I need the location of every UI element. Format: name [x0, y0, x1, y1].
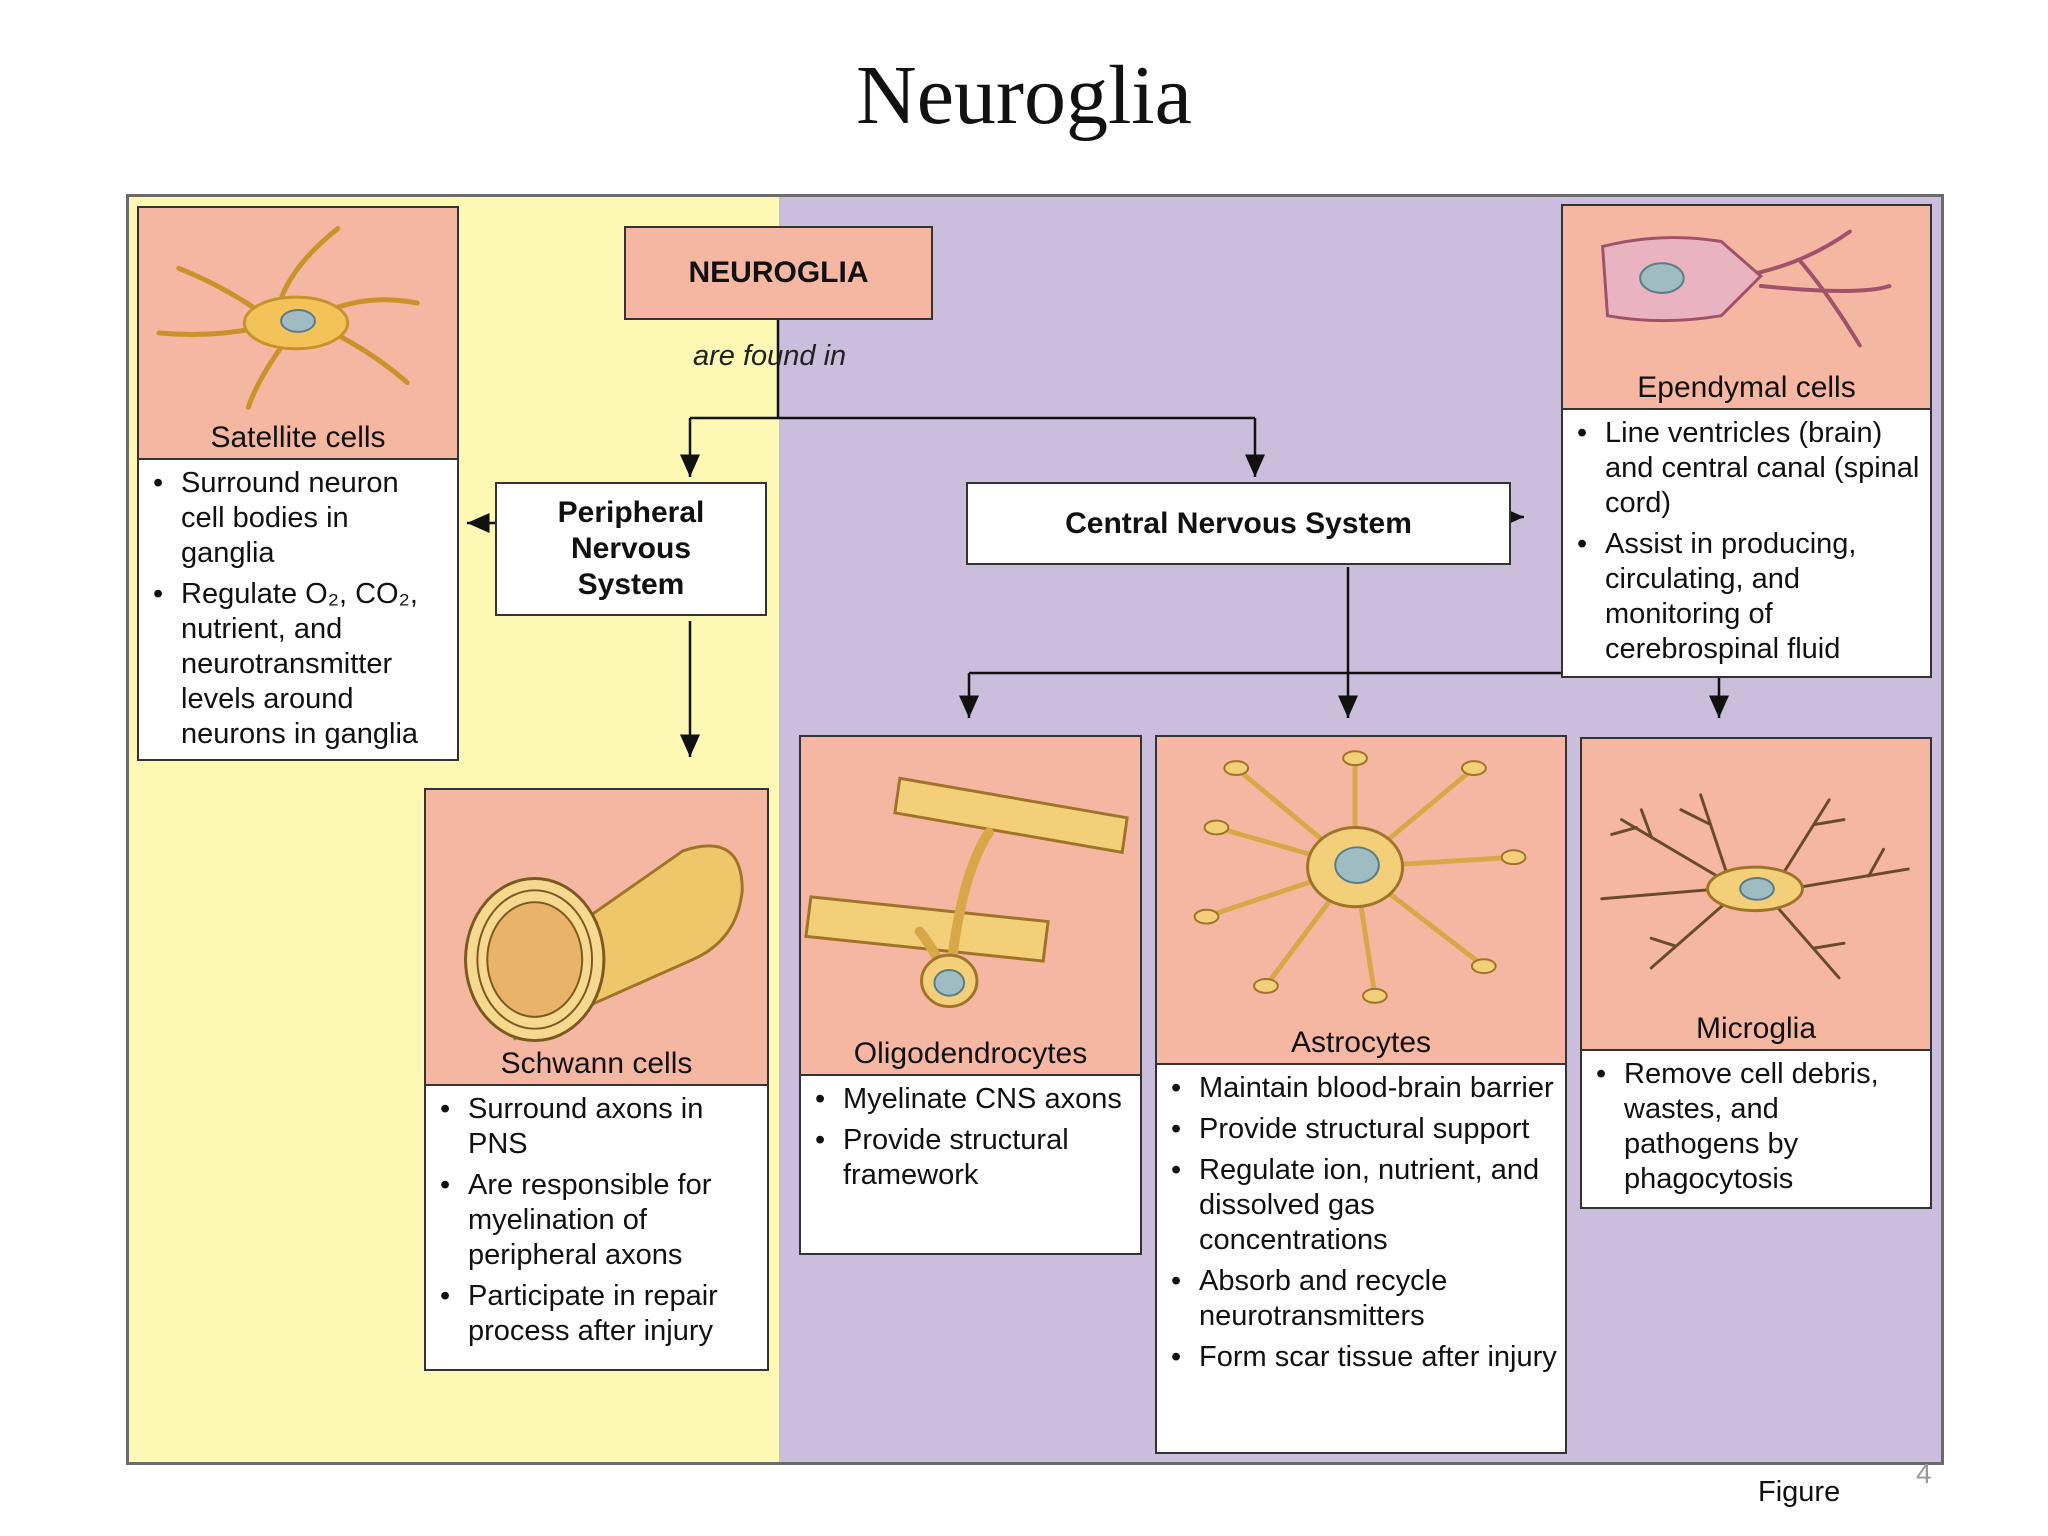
- astrocytes-panel: Astrocytes: [1155, 735, 1567, 1065]
- astrocyte-illustration: [1193, 750, 1527, 1004]
- satellite-cell-card: Satellite cells Surround neuron cell bod…: [137, 206, 459, 761]
- ependymal-cell-name: Ependymal cells: [1637, 371, 1856, 404]
- slide-title: Neuroglia: [856, 49, 1192, 142]
- page-number: 4: [1916, 1458, 1932, 1489]
- found-in-label: are found in: [693, 340, 847, 372]
- schwann-cell-name: Schwann cells: [500, 1047, 693, 1080]
- microglia-panel: Microglia: [1580, 737, 1932, 1051]
- function-item: Surround axons in PNS: [438, 1092, 759, 1162]
- ependymal-cell-panel: Ependymal cells: [1561, 204, 1932, 410]
- neuroglia-diagram: NEUROGLIA are found in Peripheral Nervou…: [126, 194, 1944, 1465]
- function-item: Line ventricles (brain) and central cana…: [1575, 416, 1922, 521]
- function-item: Regulate ion, nutrient, and dissolved ga…: [1169, 1153, 1557, 1258]
- microglia-name: Microglia: [1695, 1012, 1817, 1045]
- function-item: Provide structural support: [1169, 1112, 1557, 1147]
- function-item: Regulate O₂, CO₂, nutrient, and neurotra…: [151, 577, 449, 752]
- function-item: Surround neuron cell bodies in ganglia: [151, 466, 449, 571]
- schwann-cell-illustration: [464, 844, 744, 1043]
- function-item: Form scar tissue after injury: [1169, 1340, 1557, 1375]
- pns-box: Peripheral Nervous System: [495, 482, 767, 616]
- schwann-cell-card: Schwann cells Surround axons in PNS Are …: [424, 788, 769, 1371]
- ependymal-cell-illustration: [1600, 229, 1892, 348]
- microglia-card: Microglia Remove cell debris, wastes, an…: [1580, 737, 1932, 1209]
- neuroglia-root-label: NEUROGLIA: [688, 256, 869, 289]
- function-item: Maintain blood-brain barrier: [1169, 1071, 1557, 1106]
- astrocytes-functions: Maintain blood-brain barrier Provide str…: [1155, 1063, 1567, 1454]
- function-item: Remove cell debris, wastes, and pathogen…: [1594, 1057, 1922, 1197]
- astrocytes-card: Astrocytes Maintain blood-brain barrier …: [1155, 735, 1567, 1454]
- cns-label: Central Nervous System: [1065, 506, 1412, 540]
- schwann-cell-panel: Schwann cells: [424, 788, 769, 1086]
- neuroglia-root-box: NEUROGLIA: [624, 226, 933, 320]
- oligodendrocytes-name: Oligodendrocytes: [853, 1037, 1088, 1070]
- schwann-cell-functions: Surround axons in PNS Are responsible fo…: [424, 1084, 769, 1371]
- satellite-cell-illustration: [156, 226, 420, 410]
- oligodendrocytes-functions: Myelinate CNS axons Provide structural f…: [799, 1074, 1142, 1255]
- ependymal-cell-card: Ependymal cells Line ventricles (brain) …: [1561, 204, 1932, 678]
- function-item: Participate in repair process after inju…: [438, 1279, 759, 1349]
- figure-caption: Figure: [1758, 1476, 1841, 1508]
- microglia-illustration: [1600, 793, 1910, 980]
- function-item: Myelinate CNS axons: [813, 1082, 1132, 1117]
- satellite-cell-functions: Surround neuron cell bodies in ganglia R…: [137, 458, 459, 761]
- cns-box: Central Nervous System: [966, 482, 1511, 565]
- astrocytes-name: Astrocytes: [1290, 1026, 1432, 1059]
- function-item: Assist in producing, circulating, and mo…: [1575, 527, 1922, 667]
- oligodendrocyte-illustration: [804, 776, 1129, 1009]
- ependymal-cell-functions: Line ventricles (brain) and central cana…: [1561, 408, 1932, 678]
- microglia-functions: Remove cell debris, wastes, and pathogen…: [1580, 1049, 1932, 1209]
- satellite-cell-panel: Satellite cells: [137, 206, 459, 460]
- function-item: Absorb and recycle neurotransmitters: [1169, 1264, 1557, 1334]
- satellite-cell-name: Satellite cells: [210, 421, 386, 454]
- function-item: Provide structural framework: [813, 1123, 1132, 1193]
- function-item: Are responsible for myelination of perip…: [438, 1168, 759, 1273]
- oligodendrocytes-panel: Oligodendrocytes: [799, 735, 1142, 1076]
- pns-label: Peripheral Nervous System: [557, 496, 705, 601]
- oligodendrocytes-card: Oligodendrocytes Myelinate CNS axons Pro…: [799, 735, 1142, 1255]
